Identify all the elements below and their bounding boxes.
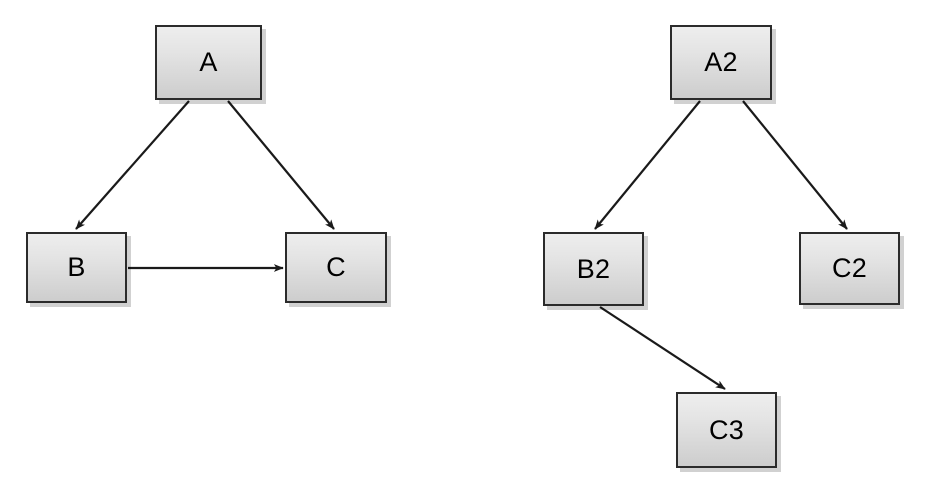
edge-a-to-b (75, 100, 190, 230)
node-b2-label: B2 (576, 253, 611, 284)
node-b[interactable]: B (26, 232, 127, 303)
edge-a-to-c (227, 100, 335, 230)
node-c2[interactable]: C2 (799, 232, 900, 305)
edge-a2-to-c2 (742, 100, 848, 230)
node-a2[interactable]: A2 (670, 25, 772, 100)
node-b2[interactable]: B2 (543, 232, 644, 306)
node-c[interactable]: C (285, 232, 387, 303)
node-c-label: C (326, 252, 346, 282)
node-c3[interactable]: C3 (676, 392, 777, 468)
node-b-label: B (67, 252, 86, 282)
node-a[interactable]: A (155, 25, 262, 100)
edge-a2-to-b2 (594, 100, 701, 230)
node-c2-label: C2 (832, 253, 867, 283)
edge-b2-to-c3 (599, 306, 726, 390)
node-c3-label: C3 (709, 414, 744, 445)
node-a2-label: A2 (704, 47, 738, 77)
node-a-label: A (199, 47, 218, 77)
